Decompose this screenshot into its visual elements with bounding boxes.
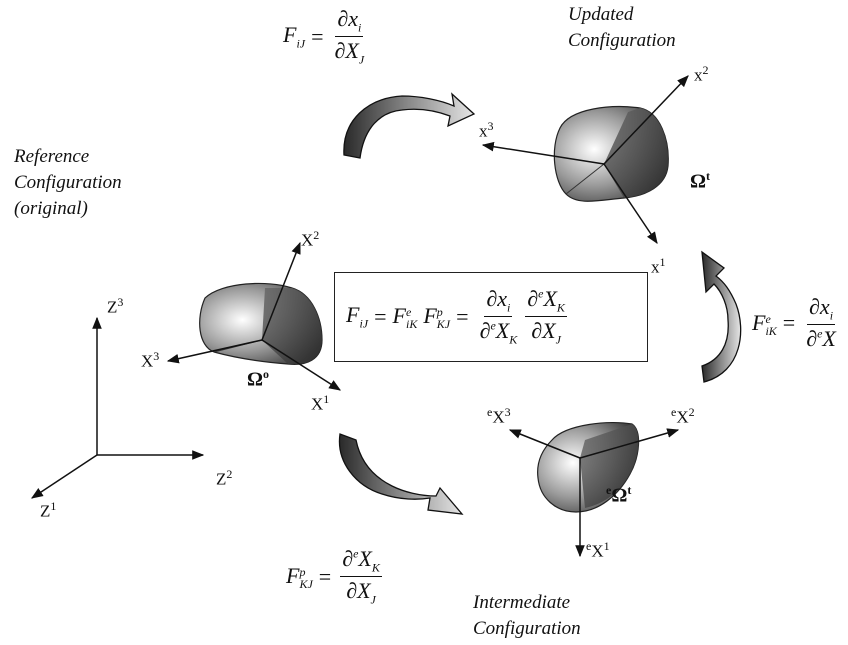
axis-label-z2: Z2 xyxy=(216,467,233,489)
upd-omega-label: Ωt xyxy=(690,169,711,193)
reference-body xyxy=(166,241,342,391)
axis-label-z3: Z3 xyxy=(107,295,124,317)
upd-axis-label-x2: x2 xyxy=(694,63,709,85)
reference-config-label-line3: (original) xyxy=(14,198,88,219)
updated-body xyxy=(481,75,689,244)
decomposition-equation-box xyxy=(334,272,648,362)
curved-arrow-right xyxy=(701,250,742,383)
axis-label-z1: Z1 xyxy=(40,499,57,521)
int-omega-label: eΩt xyxy=(606,483,632,507)
intermediate-config-label-line2: Configuration xyxy=(473,618,581,639)
upd-axis-label-x3: x3 xyxy=(479,119,494,141)
reference-config-label-line2: Configuration xyxy=(14,172,122,193)
ref-axis-label-x2: X2 xyxy=(301,228,320,250)
curved-arrow-bottom xyxy=(338,433,464,515)
global-axes xyxy=(30,316,205,499)
int-axis-label-x2: eX2 xyxy=(671,405,695,427)
ref-omega-label: Ωo xyxy=(247,367,270,391)
updated-config-label-line1: Updated xyxy=(568,4,634,25)
intermediate-body xyxy=(508,421,680,558)
curved-arrow-top xyxy=(343,92,476,159)
equation-total-gradient: FiJ = ∂xi ∂XJ xyxy=(283,6,365,67)
ref-axis-label-x3: X3 xyxy=(141,349,160,371)
upd-axis-label-x1: x1 xyxy=(651,255,666,277)
updated-config-label-line2: Configuration xyxy=(568,30,676,51)
reference-config-label-line1: Reference xyxy=(14,146,90,167)
int-axis-label-x1: eX1 xyxy=(586,539,610,561)
intermediate-config-label-line1: Intermediate xyxy=(473,592,571,613)
int-axis-label-x3: eX3 xyxy=(487,405,511,427)
ref-axis-label-x1: X1 xyxy=(311,392,330,414)
